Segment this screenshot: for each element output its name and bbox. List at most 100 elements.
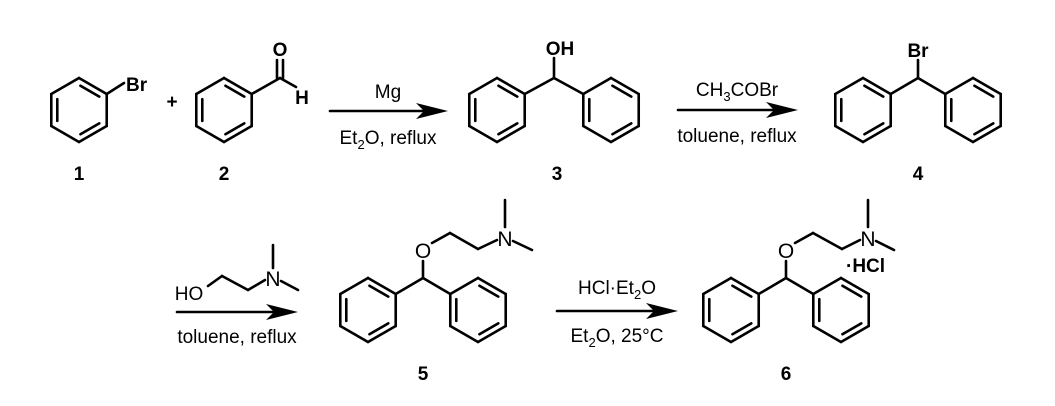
ring-bond: [77, 124, 109, 144]
compound-6-diphenhydramine-hcl: O N ·HCl 6: [778, 228, 885, 385]
bond: [394, 276, 425, 296]
benzene-ring: [49, 76, 109, 144]
ring-bond: [338, 324, 370, 344]
benzene-ring: [194, 76, 254, 144]
reagent-above: Mg: [375, 82, 401, 103]
ring-bond: [833, 124, 865, 144]
ring-bond: [194, 76, 226, 96]
bonds: [105, 56, 947, 320]
bond: [757, 276, 788, 296]
bond: [105, 81, 126, 96]
compound-label: 6: [781, 364, 792, 385]
ring-double-bond: [368, 284, 390, 298]
benzene-ring: [448, 276, 508, 344]
ring-double-bond: [478, 322, 500, 336]
reaction-arrow-step-1: Mg Et2O, reflux: [340, 82, 437, 152]
atom-oh: OH: [546, 39, 575, 60]
bond: [250, 76, 282, 96]
ring-bond: [943, 76, 975, 96]
ring-double-bond: [863, 122, 885, 136]
bond: [916, 76, 947, 96]
ring-double-bond: [224, 122, 246, 136]
bond: [279, 279, 300, 292]
ring-bond: [49, 76, 81, 96]
reagent-above: HCl·Et2O: [578, 278, 656, 302]
ring-bond: [581, 76, 613, 96]
reaction-arrow-step-4: HCl·Et2O Et2O, 25°C: [571, 278, 664, 350]
ring-double-bond: [731, 284, 753, 298]
conditions-below: toluene, reflux: [677, 126, 797, 147]
ring-double-bond: [841, 322, 863, 336]
bond: [552, 76, 585, 96]
ring-bond: [338, 276, 370, 296]
ring-double-bond: [973, 84, 995, 98]
conditions-below: toluene, reflux: [177, 327, 297, 348]
ring-bond: [581, 124, 613, 144]
ring-bond: [448, 324, 480, 344]
ring-bond: [839, 276, 871, 296]
reaction-arrow-step-3: HO N toluene, reflux: [175, 268, 297, 348]
ring-bond: [839, 324, 871, 344]
ring-bond: [609, 124, 641, 144]
bond: [874, 239, 896, 252]
ring-double-bond: [611, 122, 633, 136]
ring-bond: [971, 124, 1003, 144]
atom-n: N: [860, 228, 875, 251]
reagent-above: CH3COBr: [696, 80, 779, 104]
bond: [220, 274, 250, 292]
ring-double-bond: [79, 84, 101, 98]
benzene-rings: [49, 76, 1003, 344]
ring-bond: [861, 124, 893, 144]
atom-o: O: [415, 240, 431, 263]
ring-bond: [609, 76, 641, 96]
ring-bond: [495, 124, 527, 144]
ring-bond: [729, 324, 761, 344]
benzene-ring: [581, 76, 641, 144]
ring-bond: [476, 324, 508, 344]
compound-label: 3: [552, 164, 563, 185]
ring-bond: [971, 76, 1003, 96]
benzene-ring: [833, 76, 893, 144]
ring-double-bond: [611, 84, 633, 98]
reagent-n: N: [265, 268, 280, 291]
arrow-4-head: [646, 303, 678, 319]
bond: [511, 239, 534, 252]
compound-label: 5: [418, 364, 429, 385]
bond: [448, 231, 480, 251]
ring-bond: [194, 124, 226, 144]
ring-double-bond: [79, 122, 101, 136]
bond: [784, 276, 815, 296]
compound-label: 1: [74, 164, 85, 185]
ring-double-bond: [497, 122, 519, 136]
ring-double-bond: [497, 84, 519, 98]
ring-bond: [833, 76, 865, 96]
bond-c-h: [278, 76, 298, 89]
ring-double-bond: [731, 322, 753, 336]
compound-2-benzaldehyde: O H 2: [219, 40, 309, 185]
compound-label: 2: [219, 164, 230, 185]
ring-double-bond: [478, 284, 500, 298]
ring-bond: [222, 76, 254, 96]
plus-sign: +: [166, 92, 177, 113]
benzene-ring: [467, 76, 527, 144]
ring-bond: [729, 276, 761, 296]
atom-n: N: [497, 228, 512, 251]
ring-bond: [495, 76, 527, 96]
ring-bond: [861, 76, 893, 96]
arrow-1-head: [416, 103, 448, 119]
ring-double-bond: [368, 322, 390, 336]
conditions-below: Et2O, reflux: [340, 128, 437, 152]
ring-bond: [448, 276, 480, 296]
ring-double-bond: [973, 122, 995, 136]
ring-bond: [77, 76, 109, 96]
ring-double-bond: [841, 284, 863, 298]
ring-bond: [811, 324, 843, 344]
ring-bond: [701, 276, 733, 296]
ring-bond: [943, 124, 975, 144]
compound-label: 4: [913, 164, 924, 185]
ring-bond: [222, 124, 254, 144]
bond: [430, 231, 452, 245]
ring-double-bond: [224, 84, 246, 98]
benzene-ring: [943, 76, 1003, 144]
bond: [889, 76, 920, 96]
